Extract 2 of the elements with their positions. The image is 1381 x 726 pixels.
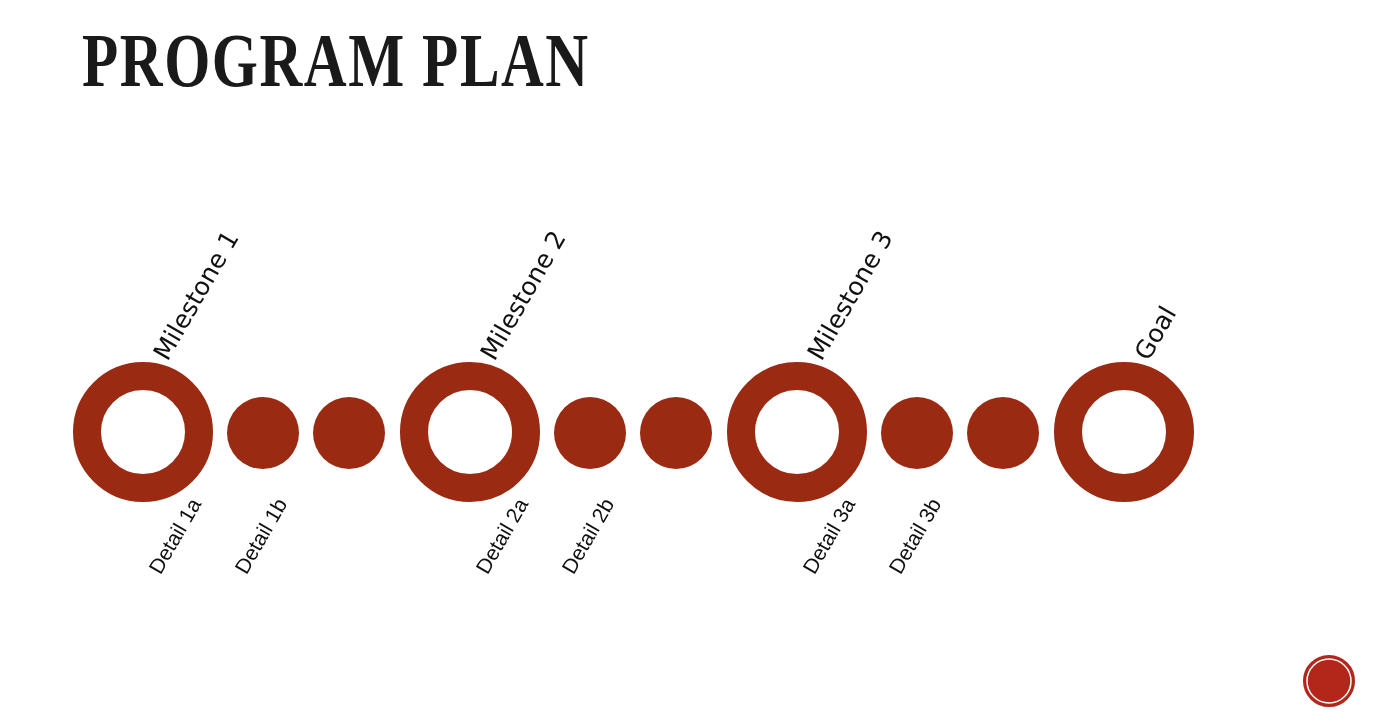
round-button bbox=[1302, 654, 1356, 708]
slide-title: PROGRAM PLAN bbox=[82, 22, 590, 98]
